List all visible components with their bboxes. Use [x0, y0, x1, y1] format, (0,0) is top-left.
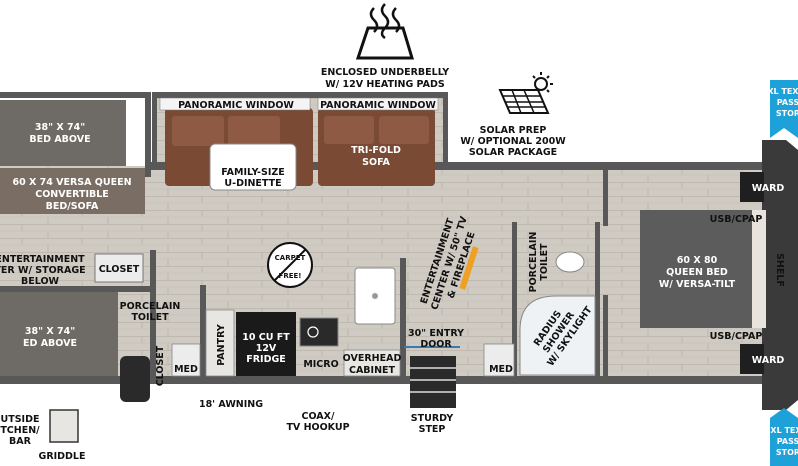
ent-storage-label-3: BELOW: [21, 276, 60, 287]
queen-bed-label-3: W/ VERSA-TILT: [659, 279, 736, 290]
queen-bed-label-1: 60 X 80: [677, 255, 718, 266]
overhead-cabinet: [343, 349, 401, 377]
awning-label: 18' AWNING: [199, 399, 263, 410]
outside-kitchen-label-1: UTSIDE: [1, 414, 40, 425]
queen-bed: [640, 210, 766, 328]
porcelain-toilet-right-1: PORCELAIN: [528, 232, 539, 293]
closet-left-label: CLOSET: [99, 264, 140, 275]
med-right-label: MED: [489, 364, 513, 375]
xl-bottom-label-3: STOR: [776, 448, 798, 457]
toilet-right: [555, 251, 585, 273]
porcelain-toilet-right-2: TOILET: [539, 243, 550, 281]
microwave: [299, 317, 339, 347]
dinette-label-1: FAMILY-SIZE: [221, 167, 285, 178]
porcelain-toilet-left-2: TOILET: [131, 312, 169, 323]
coax-label-2: TV HOOKUP: [286, 422, 349, 433]
queen-bed-label-2: QUEEN BED: [666, 267, 728, 278]
versa-label-2: CONVERTIBLE: [35, 189, 109, 200]
versa-label-1: 60 X 74 VERSA QUEEN: [12, 177, 131, 188]
fridge: [236, 312, 296, 376]
griddle-label: GRIDDLE: [39, 451, 86, 462]
xl-storage-bottom-badge: [770, 408, 798, 466]
overhead-label-1: OVERHEAD: [343, 353, 402, 364]
dinette-label-2: U-DINETTE: [224, 178, 281, 189]
fridge-label-3: FRIDGE: [246, 354, 286, 365]
u-dinette: [165, 108, 313, 191]
fridge-label-1: 10 CU FT: [242, 332, 290, 343]
sun-icon: [532, 72, 553, 93]
solar-panel-icon: [498, 89, 550, 114]
step-label-1: STURDY: [411, 413, 454, 424]
versa-label-3: BED/SOFA: [46, 201, 99, 212]
tri-fold-sofa: [318, 108, 435, 186]
step-label-2: STEP: [419, 424, 446, 435]
coax-label-1: COAX/: [302, 411, 335, 422]
pantry: [205, 309, 235, 377]
closet-left: [94, 253, 144, 283]
usb-top-label: USB/CPAP: [710, 214, 763, 225]
bed-above-top-label-1: 38" X 74": [35, 122, 85, 133]
solar-label-2: W/ OPTIONAL 200W: [460, 136, 566, 147]
xl-storage-top-badge: [770, 80, 798, 138]
solar-label-1: SOLAR PREP: [480, 125, 547, 136]
pantry-label: PANTRY: [216, 324, 227, 366]
wardrobe-bottom: [740, 344, 764, 374]
xl-top-label-1: XL TEXA: [767, 87, 798, 96]
xl-bottom-label-2: PASS: [777, 437, 798, 446]
fridge-label-2: 12V: [256, 343, 277, 354]
versa-queen-sofa: [0, 168, 145, 214]
outside-kitchen-label-3: BAR: [9, 436, 32, 447]
usb-bottom-label: USB/CPAP: [710, 331, 763, 342]
med-left-label: MED: [174, 364, 198, 375]
shelf-label: SHELF: [774, 253, 785, 287]
bed-above-bottom-label-1: 38" X 74": [25, 326, 75, 337]
underbelly-label-2: W/ 12V HEATING PADS: [325, 79, 445, 90]
micro-label: MICRO: [303, 359, 338, 370]
radius-shower: [519, 295, 596, 376]
carpet-free-label-2: FREE!: [279, 272, 302, 280]
bed-above-bottom-label-2: ED ABOVE: [23, 338, 77, 349]
outside-kitchen-unit: [120, 356, 150, 402]
bed-above-top: [0, 100, 126, 166]
outside-kitchen-label-2: TCHEN/: [0, 425, 40, 436]
griddle-unit: [49, 409, 79, 443]
heat-icon: [355, 3, 415, 60]
entry-door-label-1: 30" ENTRY: [408, 328, 464, 339]
solar-label-3: SOLAR PACKAGE: [469, 147, 557, 158]
closet-vertical-label: CLOSET: [155, 345, 166, 386]
ward-bottom-label: WARD: [752, 355, 785, 366]
ward-top-label: WARD: [752, 183, 785, 194]
entry-steps: [410, 356, 456, 408]
wardrobe-top: [740, 172, 764, 202]
panoramic-window-left: PANORAMIC WINDOW: [178, 100, 294, 111]
carpet-free-label-1: CARPET: [275, 254, 306, 262]
bed-above-top-label-2: BED ABOVE: [29, 134, 90, 145]
overhead-label-2: CABINET: [349, 365, 396, 376]
xl-top-label-2: PASS: [777, 98, 798, 107]
porcelain-toilet-left-1: PORCELAIN: [120, 301, 181, 312]
sofa-label-1: TRI-FOLD: [351, 145, 401, 156]
xl-bottom-label-1: XL TEX: [770, 426, 798, 435]
tv-fireplace: [459, 246, 479, 290]
panoramic-window-right: PANORAMIC WINDOW: [320, 100, 436, 111]
xl-top-label-3: STOR: [776, 109, 798, 118]
carpet-free-icon: [267, 242, 313, 288]
bed-above-bottom: [0, 292, 118, 376]
entry-door-label-2: DOOR: [420, 339, 452, 350]
underbelly-label-1: ENCLOSED UNDERBELLY: [321, 67, 449, 78]
ent-storage-label-1: ENTERTAINMENT: [0, 254, 85, 265]
ent-storage-label-2: TER W/ STORAGE: [0, 265, 86, 276]
sofa-label-2: SOFA: [362, 157, 390, 168]
